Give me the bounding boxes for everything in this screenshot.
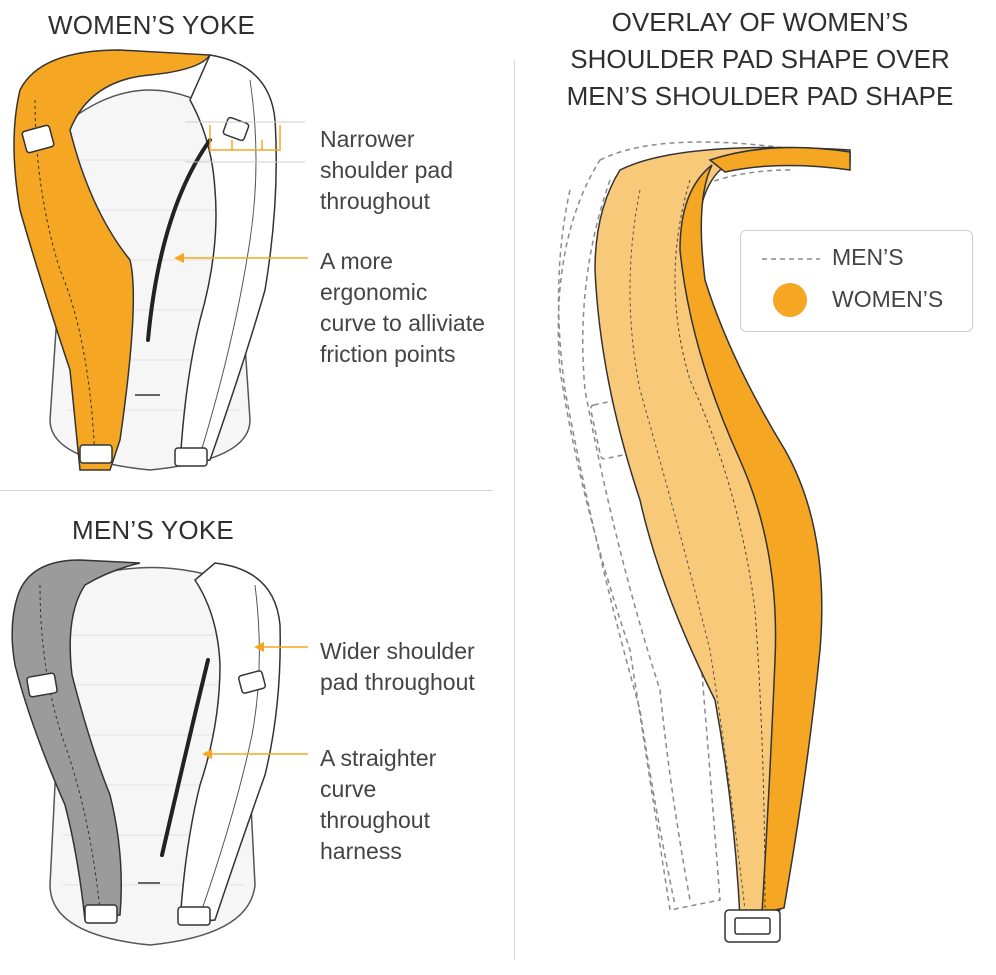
mens-callout-straighter: A straighter curve throughout harness bbox=[320, 743, 436, 867]
womens-yoke-title: WOMEN’S YOKE bbox=[48, 10, 256, 40]
callout-line: shoulder pad bbox=[320, 157, 453, 183]
overlay-title-line: SHOULDER PAD SHAPE OVER bbox=[570, 44, 950, 74]
callout-line: Narrower bbox=[320, 126, 415, 152]
callout-line: A more bbox=[320, 248, 393, 274]
womens-callout-ergonomic: A more ergonomic curve to alliviate fric… bbox=[320, 246, 485, 370]
womens-yoke-illustration bbox=[13, 49, 305, 471]
mens-callout-arrow-2 bbox=[202, 749, 308, 759]
callout-line: pad throughout bbox=[320, 669, 475, 695]
legend bbox=[740, 230, 973, 332]
legend-womens-label: WOMEN’S bbox=[832, 286, 944, 312]
callout-line: throughout bbox=[320, 188, 430, 214]
overlay-illustration bbox=[557, 141, 851, 943]
callout-line: Wider shoulder bbox=[320, 638, 475, 664]
mens-callout-arrow-1 bbox=[254, 642, 308, 652]
overlay-title-line: OVERLAY OF WOMEN’S bbox=[611, 7, 909, 37]
overlay-title: OVERLAY OF WOMEN’S SHOULDER PAD SHAPE OV… bbox=[540, 4, 980, 115]
womens-callout-arrow-2 bbox=[174, 253, 308, 263]
callout-line: ergonomic bbox=[320, 279, 428, 305]
callout-line: throughout bbox=[320, 807, 430, 833]
legend-mens-swatch bbox=[762, 258, 820, 260]
callout-line: curve bbox=[320, 776, 377, 802]
mens-callout-wider: Wider shoulder pad throughout bbox=[320, 636, 475, 698]
callout-line: friction points bbox=[320, 341, 456, 367]
overlay-title-line: MEN’S SHOULDER PAD SHAPE bbox=[566, 81, 954, 111]
callout-line: harness bbox=[320, 838, 402, 864]
legend-mens-label: MEN’S bbox=[832, 244, 904, 270]
womens-callout-narrower: Narrower shoulder pad throughout bbox=[320, 124, 453, 217]
mens-yoke-illustration bbox=[11, 559, 281, 946]
legend-womens-swatch bbox=[773, 283, 807, 317]
section-divider-vertical bbox=[514, 60, 515, 960]
section-divider-horizontal bbox=[0, 490, 493, 491]
callout-line: A straighter bbox=[320, 745, 437, 771]
mens-yoke-title: MEN’S YOKE bbox=[72, 515, 234, 545]
callout-line: curve to alliviate bbox=[320, 310, 485, 336]
